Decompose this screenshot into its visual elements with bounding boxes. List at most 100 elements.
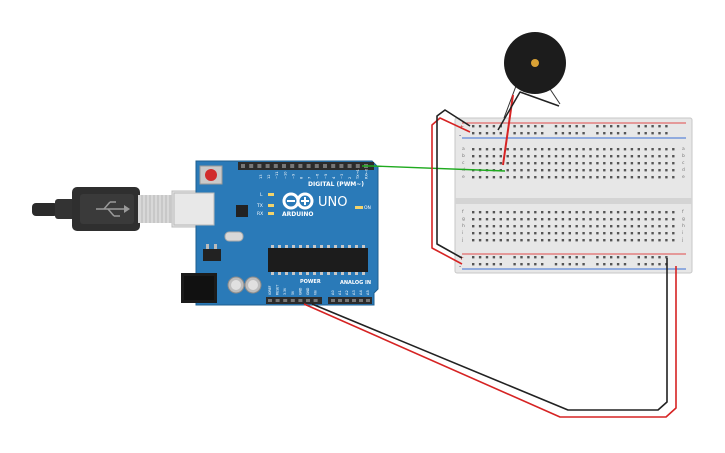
ground-wire[interactable] bbox=[311, 258, 668, 411]
breadboard-hole[interactable] bbox=[616, 218, 620, 221]
breadboard-hole[interactable] bbox=[623, 148, 627, 151]
header-pin[interactable] bbox=[241, 164, 245, 168]
breadboard-hole[interactable] bbox=[644, 155, 647, 158]
breadboard-hole[interactable] bbox=[520, 176, 523, 179]
breadboard-hole[interactable] bbox=[492, 239, 496, 242]
breadboard-hole[interactable] bbox=[561, 148, 565, 151]
breadboard-hole[interactable] bbox=[547, 155, 551, 158]
breadboard-hole[interactable] bbox=[672, 218, 675, 221]
digital-header[interactable] bbox=[238, 162, 374, 170]
breadboard-hole[interactable] bbox=[568, 263, 571, 266]
breadboard-hole[interactable] bbox=[665, 162, 668, 165]
breadboard-hole[interactable] bbox=[637, 148, 640, 151]
breadboard-hole[interactable] bbox=[478, 256, 482, 259]
breadboard-hole[interactable] bbox=[499, 256, 502, 259]
breadboard-hole[interactable] bbox=[603, 125, 606, 128]
breadboard-hole[interactable] bbox=[589, 218, 592, 221]
breadboard-hole[interactable] bbox=[547, 232, 551, 235]
header-pin[interactable] bbox=[265, 164, 270, 168]
breadboard-hole[interactable] bbox=[596, 132, 599, 135]
breadboard-hole[interactable] bbox=[596, 125, 599, 128]
breadboard-hole[interactable] bbox=[651, 169, 654, 172]
breadboard-hole[interactable] bbox=[658, 225, 661, 228]
breadboard-hole[interactable] bbox=[623, 232, 627, 235]
breadboard-hole[interactable] bbox=[651, 125, 654, 128]
breadboard-hole[interactable] bbox=[651, 211, 654, 214]
breadboard-hole[interactable] bbox=[541, 162, 544, 165]
digital-pin-row[interactable] bbox=[241, 164, 368, 168]
breadboard-hole[interactable] bbox=[568, 125, 571, 128]
breadboard-hole[interactable] bbox=[596, 176, 599, 179]
breadboard-hole[interactable] bbox=[478, 162, 482, 165]
rail-power-jumper[interactable] bbox=[431, 117, 471, 265]
breadboard-hole[interactable] bbox=[582, 225, 585, 228]
breadboard-hole[interactable] bbox=[485, 256, 489, 259]
breadboard-hole[interactable] bbox=[644, 169, 647, 172]
breadboard-hole[interactable] bbox=[485, 218, 489, 221]
breadboard-hole[interactable] bbox=[472, 155, 475, 158]
header-pin[interactable] bbox=[290, 299, 295, 302]
breadboard-hole[interactable] bbox=[492, 176, 496, 179]
breadboard-hole[interactable] bbox=[575, 169, 578, 172]
breadboard-hole[interactable] bbox=[513, 225, 516, 228]
breadboard-hole[interactable] bbox=[527, 169, 530, 172]
breadboard-hole[interactable] bbox=[658, 132, 661, 135]
breadboard-hole[interactable] bbox=[637, 176, 640, 179]
breadboard-hole[interactable] bbox=[472, 232, 475, 235]
breadboard-hole[interactable] bbox=[534, 218, 537, 221]
breadboard-hole[interactable] bbox=[499, 263, 502, 266]
header-pin[interactable] bbox=[314, 164, 319, 168]
breadboard-hole[interactable] bbox=[596, 155, 599, 158]
breadboard-hole[interactable] bbox=[630, 148, 634, 151]
breadboard-hole[interactable] bbox=[575, 155, 578, 158]
breadboard-hole[interactable] bbox=[492, 256, 496, 259]
header-pin[interactable] bbox=[347, 164, 352, 168]
breadboard-hole[interactable] bbox=[672, 148, 675, 151]
breadboard-hole[interactable] bbox=[541, 263, 544, 266]
breadboard-hole[interactable] bbox=[534, 239, 537, 242]
breadboard-hole[interactable] bbox=[527, 256, 530, 259]
breadboard-hole[interactable] bbox=[492, 155, 496, 158]
breadboard-hole[interactable] bbox=[610, 155, 613, 158]
breadboard-hole[interactable] bbox=[492, 211, 496, 214]
breadboard-hole[interactable] bbox=[575, 225, 578, 228]
breadboard-hole[interactable] bbox=[541, 232, 544, 235]
breadboard-holes[interactable] bbox=[472, 125, 675, 266]
breadboard-hole[interactable] bbox=[527, 132, 530, 135]
breadboard-hole[interactable] bbox=[616, 239, 620, 242]
breadboard-hole[interactable] bbox=[665, 239, 668, 242]
breadboard-hole[interactable] bbox=[610, 176, 613, 179]
header-pin[interactable] bbox=[257, 164, 262, 168]
breadboard-hole[interactable] bbox=[499, 211, 502, 214]
breadboard-hole[interactable] bbox=[506, 176, 509, 179]
breadboard-hole[interactable] bbox=[568, 176, 571, 179]
breadboard-hole[interactable] bbox=[561, 155, 565, 158]
breadboard-hole[interactable] bbox=[616, 232, 620, 235]
breadboard-hole[interactable] bbox=[610, 125, 613, 128]
header-pin[interactable] bbox=[366, 299, 370, 302]
breadboard-hole[interactable] bbox=[665, 176, 668, 179]
breadboard-hole[interactable] bbox=[561, 162, 565, 165]
breadboard-hole[interactable] bbox=[520, 256, 523, 259]
breadboard-hole[interactable] bbox=[568, 132, 571, 135]
breadboard-hole[interactable] bbox=[603, 218, 606, 221]
header-pin[interactable] bbox=[282, 164, 286, 168]
breadboard-hole[interactable] bbox=[541, 132, 544, 135]
breadboard-hole[interactable] bbox=[513, 218, 516, 221]
breadboard-hole[interactable] bbox=[596, 169, 599, 172]
breadboard-hole[interactable] bbox=[582, 232, 585, 235]
breadboard-hole[interactable] bbox=[547, 162, 551, 165]
breadboard-hole[interactable] bbox=[672, 211, 675, 214]
breadboard-hole[interactable] bbox=[616, 155, 620, 158]
breadboard-hole[interactable] bbox=[534, 132, 537, 135]
breadboard-hole[interactable] bbox=[561, 263, 565, 266]
breadboard-hole[interactable] bbox=[575, 125, 578, 128]
breadboard-hole[interactable] bbox=[541, 211, 544, 214]
breadboard-hole[interactable] bbox=[637, 263, 640, 266]
breadboard-hole[interactable] bbox=[603, 211, 606, 214]
breadboard-hole[interactable] bbox=[520, 132, 523, 135]
header-pin[interactable] bbox=[298, 299, 303, 302]
breadboard-hole[interactable] bbox=[499, 239, 502, 242]
breadboard-hole[interactable] bbox=[582, 211, 585, 214]
breadboard-hole[interactable] bbox=[610, 232, 613, 235]
